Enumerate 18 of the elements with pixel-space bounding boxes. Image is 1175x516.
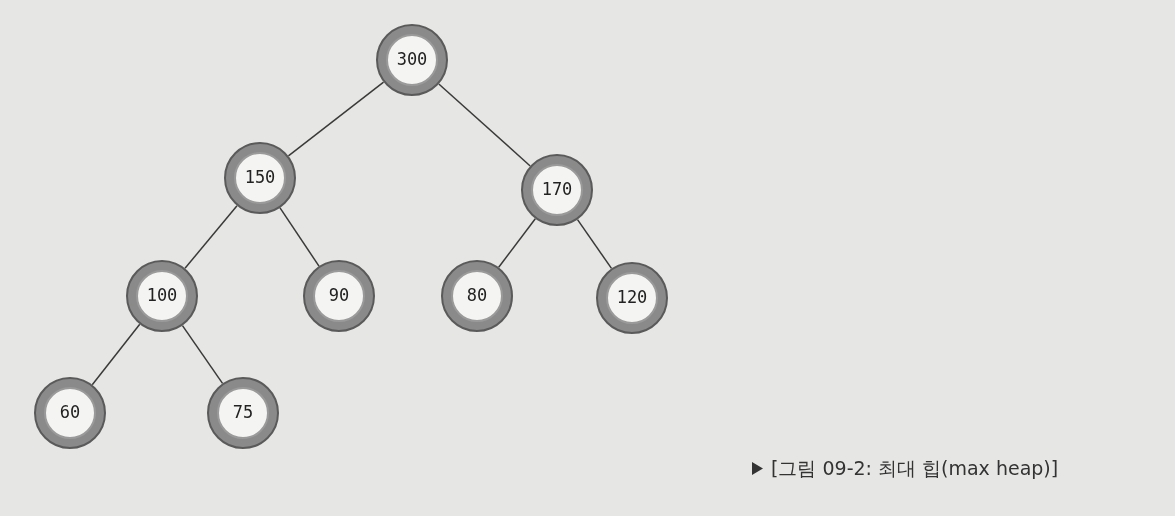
node-value: 150 (244, 166, 276, 190)
tree-edge (184, 204, 238, 270)
figure-caption: [그림 09-2: 최대 힙(max heap)] (771, 456, 1059, 481)
tree-edge (91, 323, 141, 386)
tree-edge (497, 218, 537, 268)
tree-edge (181, 324, 224, 385)
node-value: 75 (232, 401, 254, 425)
node-value: 300 (396, 48, 428, 72)
node-value: 80 (466, 284, 488, 308)
tree-edge (576, 218, 613, 270)
tree-edge (438, 83, 531, 167)
node-value: 60 (59, 401, 81, 425)
node-value: 170 (541, 178, 573, 202)
tree-edge (279, 207, 320, 267)
node-value: 90 (328, 284, 350, 308)
node-value: 100 (146, 284, 178, 308)
tree-edge (287, 81, 385, 157)
node-value: 120 (616, 286, 648, 310)
